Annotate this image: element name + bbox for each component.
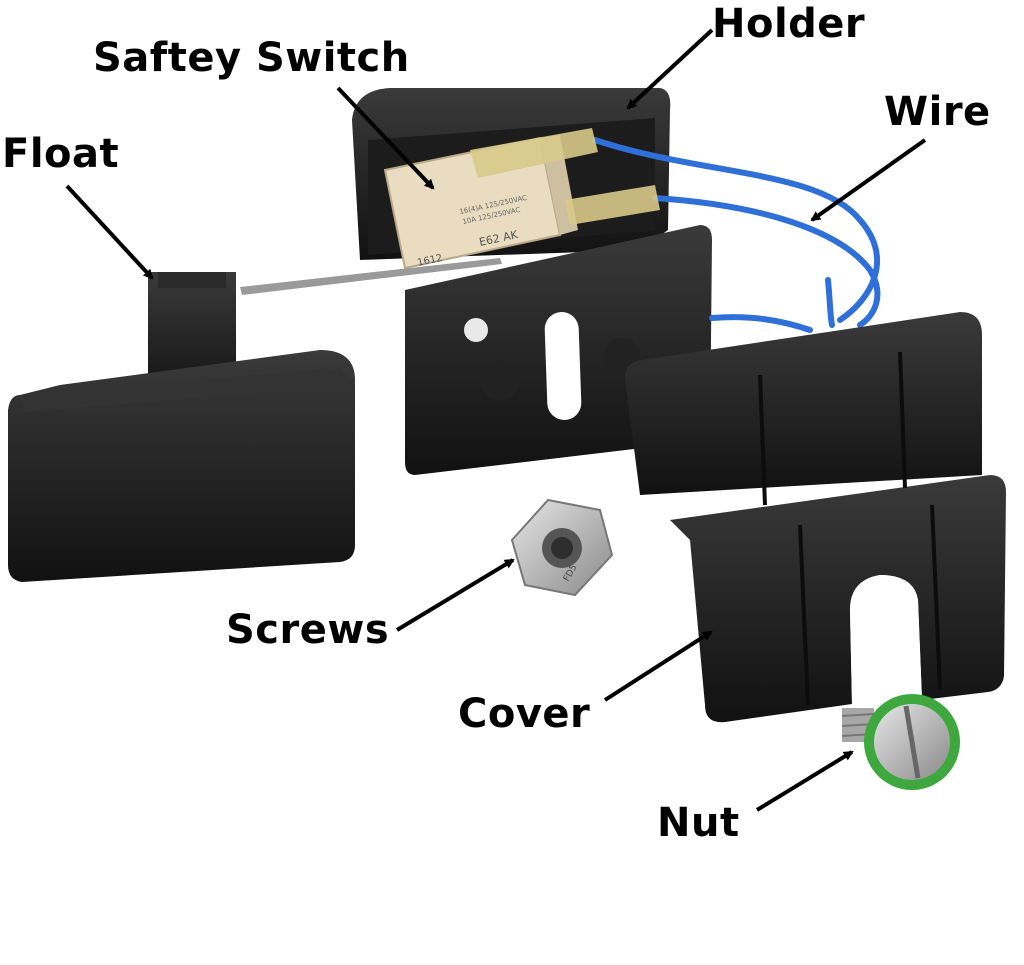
hex-nut-part: FD5 <box>510 498 614 597</box>
wire-label: Wire <box>884 89 991 135</box>
cover-label: Cover <box>458 691 591 737</box>
safety-switch-arrow <box>336 86 435 190</box>
screws-label: Screws <box>226 607 390 653</box>
callout-arrows <box>65 28 927 812</box>
float-part <box>8 272 355 582</box>
holder-label: Holder <box>712 1 866 47</box>
wire-part <box>592 137 881 333</box>
wire-terminals <box>470 128 660 225</box>
screws-arrow <box>395 558 515 632</box>
safety-switch-label: Saftey Switch <box>93 35 410 81</box>
wire-arrow <box>810 138 927 222</box>
nut-arrow <box>755 750 854 812</box>
float-label: Float <box>2 131 120 177</box>
holder-arrow <box>626 28 714 110</box>
switch-code-text: 1612 <box>416 253 443 269</box>
nut-label: Nut <box>657 800 740 846</box>
cover-arrow <box>603 630 713 702</box>
screw-part <box>841 694 960 790</box>
cover-part <box>625 312 1006 723</box>
float-arrow <box>65 184 154 280</box>
